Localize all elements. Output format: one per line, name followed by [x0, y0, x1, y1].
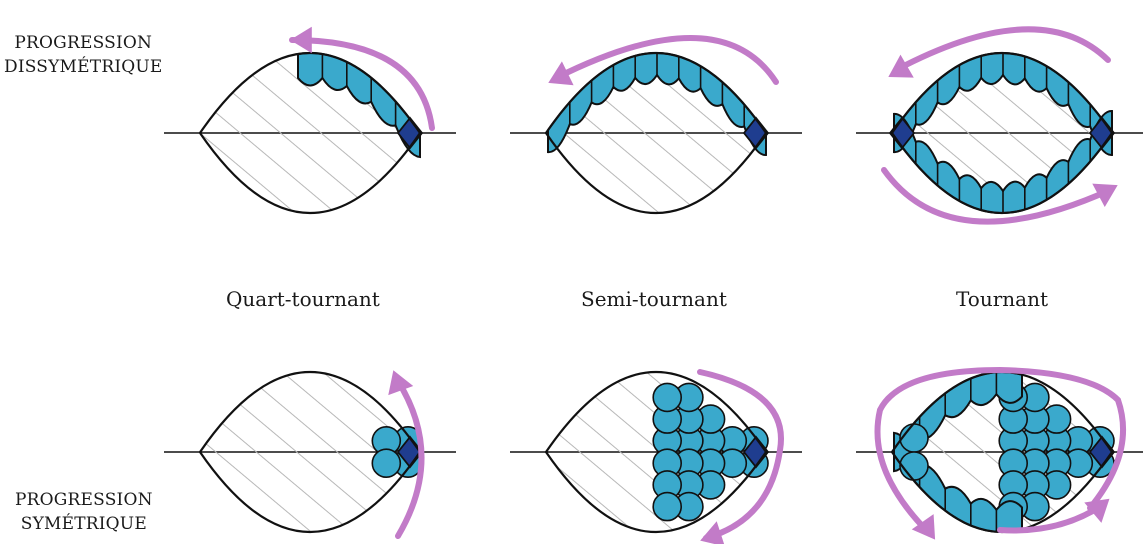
leaf-cell: [899, 423, 929, 453]
arrow-quart-dissym-head: [290, 26, 312, 54]
panel-quart-dissym: [198, 52, 424, 214]
arrow-tournant-sym-left-head: [911, 514, 936, 540]
leaf-cell: [652, 382, 683, 413]
leaf-cell: [899, 451, 929, 481]
arrow-tournant-dissym-top-head: [888, 54, 914, 78]
leaf-cell: [652, 491, 683, 522]
arrow-tournant-sym-right-head: [1084, 498, 1110, 523]
arrow-tournant-dissym-top: [893, 26, 1111, 73]
arrow-tournant-dissym-bottom-head: [1092, 183, 1118, 208]
arrow-quart-dissym: [289, 37, 435, 131]
arrow-semi-dissym-head: [548, 61, 574, 86]
arrow-quart-sym-up: [393, 375, 425, 539]
panel-quart-sym: [198, 371, 424, 533]
lens-outline: [198, 52, 422, 214]
top-left-label-line2: DISSYMÉTRIQUE: [4, 57, 163, 77]
panel-tournant-dissym: [888, 52, 1116, 214]
bottom-left-label-line2: SYMÉTRIQUE: [20, 514, 147, 534]
column-label-semi-tournant: Semi-tournant: [581, 287, 727, 311]
lens-outline: [890, 52, 1114, 214]
lens-outline: [544, 371, 768, 533]
arrow-semi-sym: [697, 369, 784, 541]
arrow-semi-sym-head: [700, 521, 725, 547]
bottom-left-label: PROGRESSION SYMÉTRIQUE: [15, 488, 153, 536]
panel-semi-dissym: [544, 52, 770, 214]
top-left-label-line1: PROGRESSION: [14, 33, 153, 53]
top-left-label: PROGRESSION DISSYMÉTRIQUE: [4, 31, 163, 79]
arrow-tournant-sym-left: [874, 366, 1126, 537]
column-label-quart-tournant: Quart-tournant: [226, 287, 380, 311]
column-label-tournant: Tournant: [956, 287, 1048, 311]
arrow-quart-sym-up-head: [388, 370, 414, 396]
lens-outline: [890, 371, 1114, 533]
arrow-tournant-dissym-bottom: [881, 167, 1113, 225]
panel-tournant-sym: [890, 371, 1116, 533]
arrow-semi-dissym: [553, 35, 779, 85]
hatched-core: [200, 372, 420, 532]
leaf-cell: [371, 448, 402, 479]
lens-outline: [544, 52, 768, 214]
panel-semi-sym: [544, 371, 770, 533]
bottom-left-label-line1: PROGRESSION: [15, 490, 153, 510]
